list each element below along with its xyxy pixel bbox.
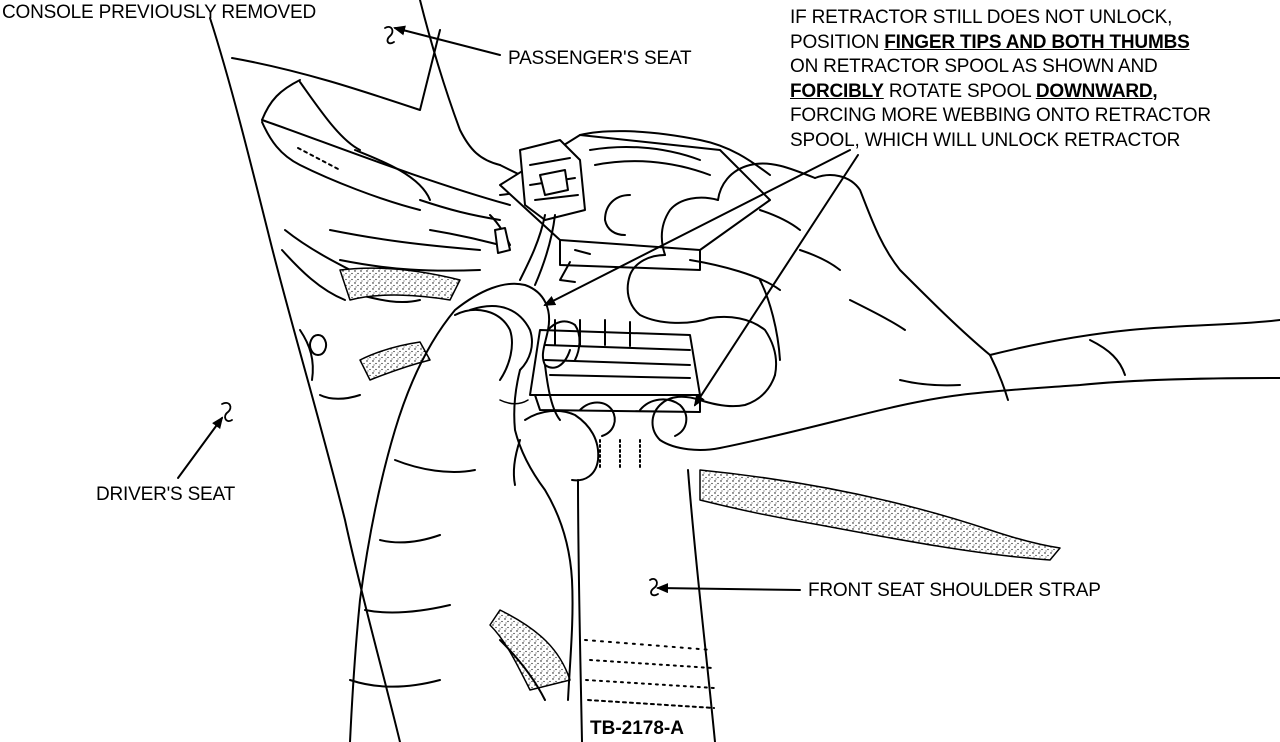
left-hand — [349, 282, 600, 742]
floor-stipple-right — [699, 469, 1061, 561]
callout-line-6: SPOOL, WHICH WILL UNLOCK RETRACTOR — [790, 129, 1181, 151]
floor-stipple-center — [359, 341, 431, 381]
callout-line-3: ON RETRACTOR SPOOL AS SHOWN AND — [790, 56, 1158, 77]
right-hand — [604, 162, 1280, 451]
callout-line-1: IF RETRACTOR STILL DOES NOT UNLOCK, — [790, 7, 1173, 28]
callout-line-4: FORCIBLY ROTATE SPOOL DOWNWARD, — [790, 80, 1211, 105]
retractor-housing — [499, 130, 771, 413]
passenger-seat-label: PASSENGER'S SEAT — [508, 48, 692, 69]
callout-line-2: POSITION FINGER TIPS AND BOTH THUMBS — [790, 31, 1211, 56]
console-label: CONSOLE PREVIOUSLY REMOVED — [2, 2, 317, 23]
arrow-thumbs — [693, 154, 859, 407]
callout-emphasis-finger-tips: FINGER TIPS AND BOTH THUMBS — [884, 31, 1190, 53]
arrow-drivers-seat — [177, 416, 224, 479]
drivers-seat-squiggle — [221, 402, 233, 422]
callout-line-2-prefix: POSITION — [790, 31, 885, 53]
instruction-callout: IF RETRACTOR STILL DOES NOT UNLOCK, POSI… — [790, 6, 1211, 153]
arrow-finger-tips — [543, 149, 851, 306]
callout-line-5: FORCING MORE WEBBING ONTO RETRACTOR — [790, 105, 1211, 126]
electrical-connector — [489, 139, 586, 286]
floor-stipple-bottom-left — [489, 609, 571, 691]
thumb-tips — [579, 398, 688, 437]
strap-squiggle — [649, 578, 659, 597]
callout-emphasis-downward: DOWNWARD, — [1035, 80, 1158, 102]
floor-stipple-left — [339, 267, 461, 301]
shoulder-strap — [577, 439, 716, 742]
figure-id: TB-2178-A — [590, 718, 684, 739]
callout-line-4-middle: ROTATE SPOOL — [883, 80, 1036, 102]
drivers-seat-label: DRIVER'S SEAT — [96, 484, 235, 505]
callout-emphasis-forcibly: FORCIBLY — [790, 80, 884, 102]
arrow-shoulder-strap — [656, 583, 801, 594]
drivers-seat-drawing — [209, 17, 421, 742]
shoulder-strap-label: FRONT SEAT SHOULDER STRAP — [808, 580, 1101, 601]
passenger-seat-drawing — [231, 0, 561, 211]
passenger-seat-squiggle — [384, 26, 395, 45]
arrow-passenger-seat — [393, 25, 501, 56]
